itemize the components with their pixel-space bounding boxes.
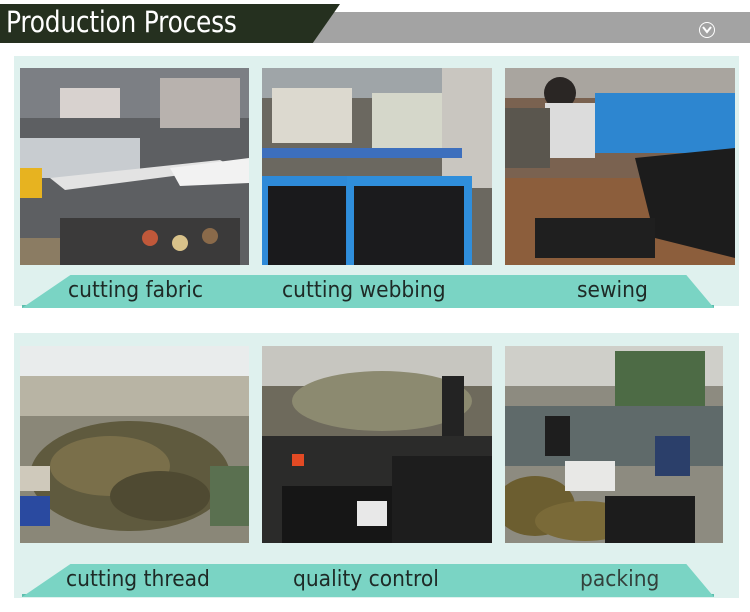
chevron-down-circle-icon[interactable]	[699, 22, 715, 38]
step-banner-row1	[22, 275, 714, 308]
step-label: packing	[580, 567, 660, 592]
step-banner-row2	[22, 564, 714, 597]
photo-quality-control	[262, 346, 492, 543]
step-label: sewing	[577, 278, 648, 303]
step-label: cutting webbing	[282, 278, 446, 303]
page-title: Production Process	[6, 5, 237, 39]
photo-cutting-thread	[20, 346, 249, 543]
step-label: quality control	[293, 567, 439, 592]
photo-sewing	[505, 68, 735, 265]
step-label: cutting fabric	[68, 278, 204, 303]
photo-cutting-webbing	[262, 68, 492, 265]
header-title-background	[0, 4, 340, 43]
section-header: Production Process	[0, 0, 750, 45]
photo-packing	[505, 346, 723, 543]
header-bar	[300, 12, 750, 43]
step-label: cutting thread	[66, 567, 210, 592]
photo-cutting-fabric	[20, 68, 249, 265]
